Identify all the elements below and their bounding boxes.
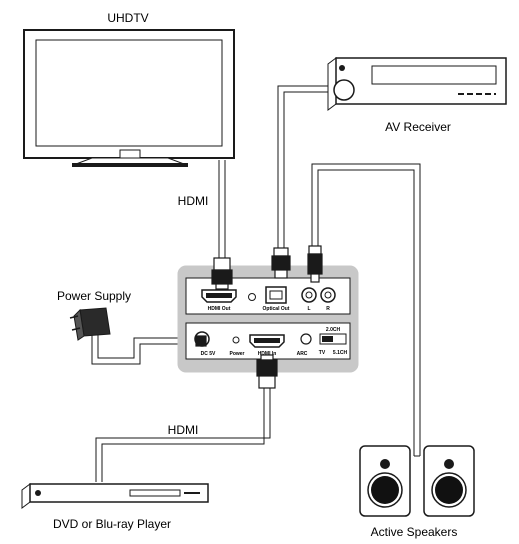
audio-l-label: L [307, 306, 310, 312]
power-supply-label: Power Supply [57, 289, 131, 303]
led-indicator [248, 293, 256, 301]
av-receiver [327, 57, 507, 111]
optical-out-port [265, 286, 287, 304]
speakers-label: Active Speakers [371, 525, 458, 539]
hdmi-plug-top [211, 257, 233, 290]
cables [91, 85, 421, 482]
switch-top-label: 2.0CH [326, 327, 341, 333]
hdmi-out-port [201, 289, 237, 303]
arc-button [300, 333, 312, 345]
hdmi-cable-player [95, 388, 271, 482]
speaker-left [359, 445, 411, 517]
player-label: DVD or Blu-ray Player [53, 517, 171, 531]
rca-left-port [301, 287, 317, 303]
hdmi-in-port [249, 334, 285, 348]
dvd-bluray-player [21, 483, 209, 509]
channel-switch [319, 333, 347, 345]
rca-plug [307, 245, 323, 283]
rca-right-port [320, 287, 336, 303]
audio-cable-speakers [311, 163, 421, 457]
tv-label: UHDTV [107, 11, 148, 25]
hdmi-label-bottom: HDMI [168, 423, 199, 437]
hdmi-in-label: HDMI In [258, 351, 277, 357]
hdmi-cable-tv [218, 160, 226, 258]
optical-cable-receiver [277, 85, 330, 248]
switch-51-label: 5.1CH [333, 350, 348, 356]
speaker-right [423, 445, 475, 517]
uhdtv [23, 29, 235, 167]
active-speakers [359, 445, 475, 517]
dc-5v-label: DC 5V [201, 351, 216, 357]
connectors [195, 245, 323, 389]
av-receiver-label: AV Receiver [385, 120, 451, 134]
arc-label: ARC [297, 351, 308, 357]
audio-extractor-device [177, 265, 359, 373]
dc-plug [195, 335, 207, 347]
power-cable [91, 330, 196, 365]
switch-tv-label: TV [319, 350, 326, 356]
optical-plug [271, 247, 291, 279]
power-adapter [69, 307, 111, 341]
hdmi-plug-bottom [256, 354, 278, 389]
hdmi-out-label: HDMI Out [208, 306, 231, 312]
power-label: Power [229, 351, 244, 357]
power-led [232, 336, 240, 344]
optical-out-label: Optical Out [263, 306, 290, 312]
audio-r-label: R [326, 306, 330, 312]
hdmi-label-top: HDMI [178, 194, 209, 208]
